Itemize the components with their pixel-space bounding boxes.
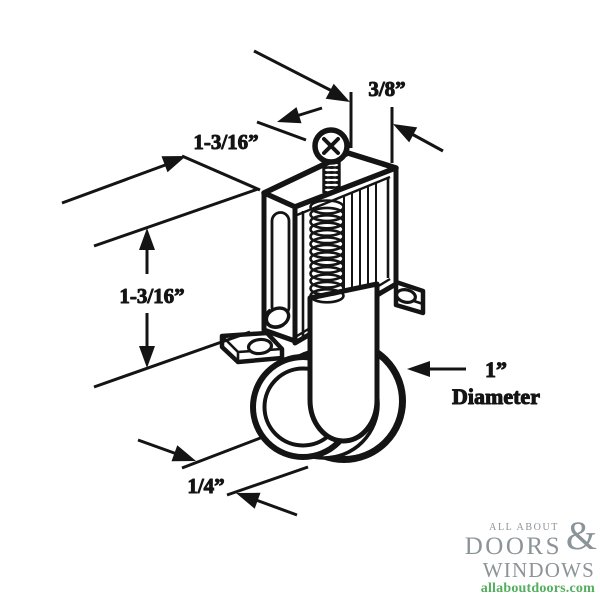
logo-line-windows: WINDOWS [482, 558, 595, 582]
adjustment-pin [263, 306, 291, 329]
housing-left-face [261, 190, 298, 344]
logo-ampersand: & [565, 513, 597, 558]
arrowhead-icon [325, 83, 350, 102]
site-logo: & ALL ABOUT DOORS WINDOWS allaboutdoors.… [463, 516, 597, 596]
dim-label-wheel-diameter-word: Diameter [452, 384, 540, 409]
dim-label-wheel-diameter-value: 1” [485, 357, 507, 382]
dim-label-wheel-width: 1/4” [187, 474, 224, 498]
dimension-wheel-width [137, 435, 309, 517]
dimension-wheel-diameter [407, 361, 466, 377]
logo-url: allaboutdoors.com [480, 581, 595, 596]
screw-hole-right [395, 288, 417, 304]
arrowhead-icon [236, 492, 261, 509]
arrowhead-icon [407, 361, 430, 377]
arrowhead-icon [171, 445, 196, 462]
screw-hole-left [246, 337, 274, 356]
spring [309, 199, 345, 304]
arrowhead-icon [139, 346, 155, 368]
adjustment-slot [270, 211, 291, 317]
dim-label-screw-offset: 3/8” [368, 77, 405, 101]
dimension-housing-depth [61, 106, 323, 205]
dim-label-housing-height: 1-3/16” [119, 284, 184, 308]
dimension-housing-height [93, 187, 259, 389]
arrowhead-icon [139, 228, 155, 250]
dim-label-housing-depth: 1-3/16” [193, 130, 258, 154]
arrowhead-icon [277, 107, 302, 124]
mounting-flange-right [393, 279, 426, 316]
phillips-cross-icon [322, 137, 340, 155]
logo-line-doors: DOORS [464, 533, 562, 560]
wheel-carriage [307, 281, 380, 444]
dimension-screw-offset [253, 49, 444, 163]
logo-line-all-about: ALL ABOUT [489, 522, 559, 533]
arrowhead-icon [393, 124, 418, 143]
arrowhead-icon [161, 156, 186, 173]
